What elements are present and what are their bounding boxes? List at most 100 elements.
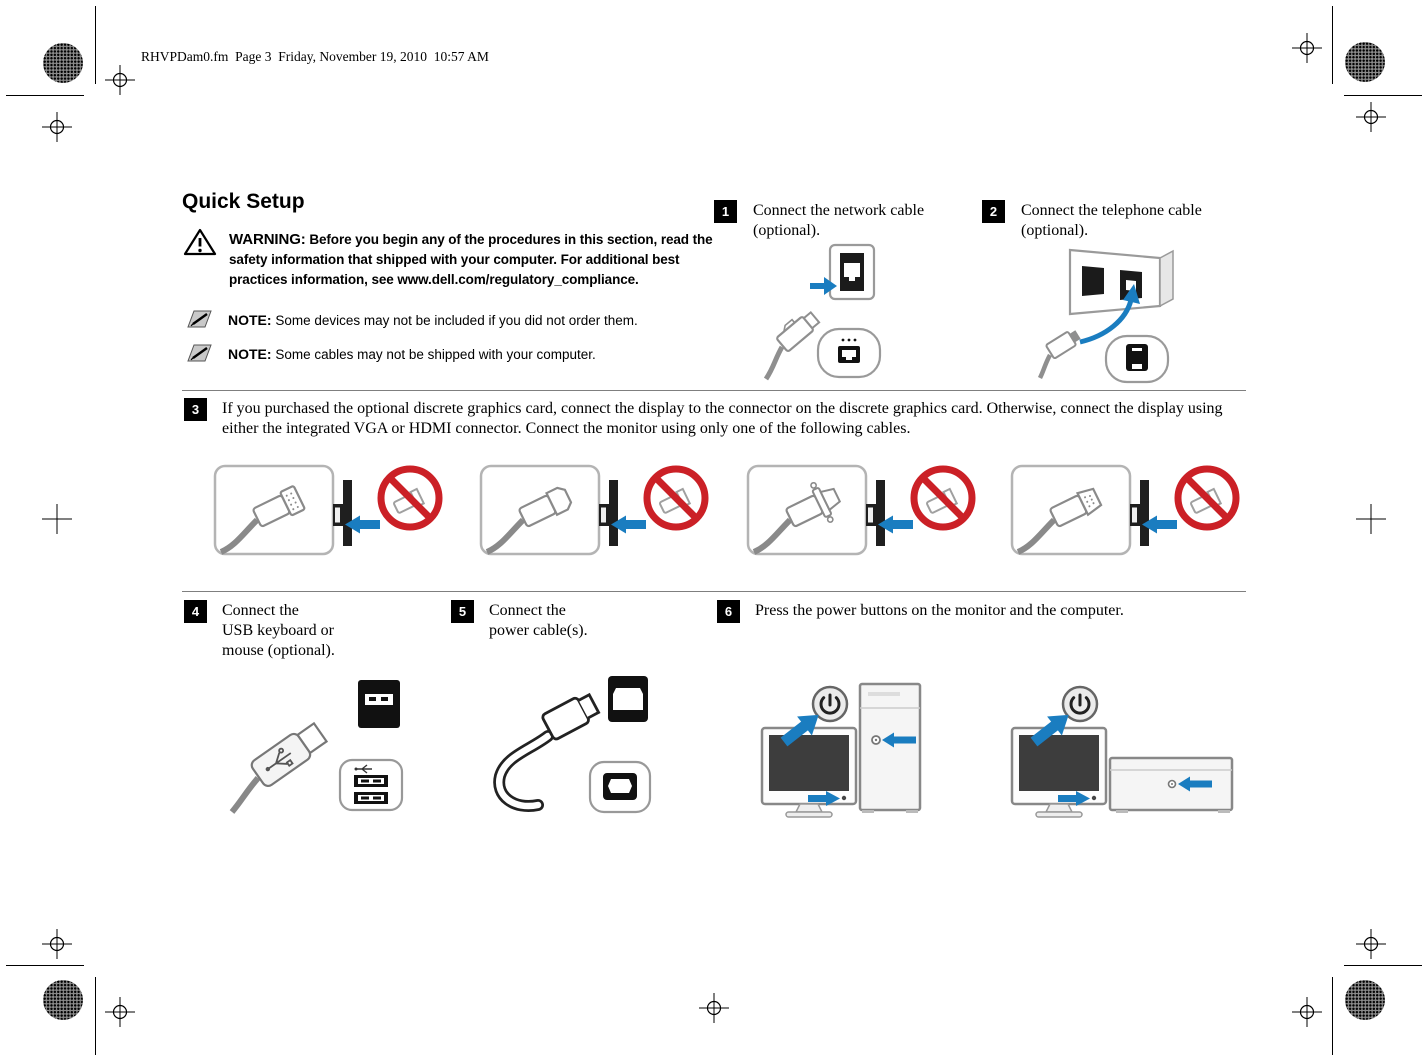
registration-mark [42, 112, 72, 142]
step-6-text: Press the power buttons on the monitor a… [755, 602, 1124, 619]
port-icon [333, 480, 352, 546]
cable-line [763, 345, 785, 381]
network-plug [776, 310, 821, 352]
cable-line-core [495, 732, 552, 810]
note-text: Some devices may not be included if you … [275, 313, 638, 328]
registration-mark [1292, 33, 1322, 63]
note-icon [187, 310, 212, 328]
blue-arrow-icon [611, 515, 646, 534]
usb-plug [250, 721, 329, 788]
warning-text-block: WARNING: Before you begin any of the pro… [229, 230, 715, 290]
step-4-number: 4 [184, 600, 207, 623]
blue-arrow-icon [345, 515, 380, 534]
port-icon [866, 480, 885, 546]
blue-arrow-icon [1123, 284, 1140, 304]
halftone-mark-bottom-left [43, 980, 83, 1020]
blue-arrow-icon [878, 515, 913, 534]
desktop-computer [1108, 756, 1234, 813]
hdmi-connector [518, 486, 573, 528]
halftone-mark-top-right [1345, 42, 1385, 82]
port-icon [1130, 480, 1149, 546]
network-wall-port [828, 243, 876, 301]
power-button-icon [811, 685, 849, 723]
step-3-number: 3 [184, 398, 207, 421]
registration-mark [1356, 102, 1386, 132]
usb-cable-illustration [229, 680, 404, 814]
step-5-number: 5 [451, 600, 474, 623]
step-6-number: 6 [717, 600, 740, 623]
blue-arrow-icon [882, 732, 916, 748]
step-4-line: USB keyboard or [222, 622, 334, 639]
crop-mark [1332, 977, 1333, 1055]
prohibition-icon [1174, 465, 1240, 531]
prohibition-icon [643, 465, 709, 531]
crop-mark [95, 977, 96, 1055]
crop-mark [95, 6, 96, 84]
step-1-line: Connect the network cable [753, 202, 925, 219]
section-divider [182, 390, 1246, 391]
blue-arrow-icon [780, 714, 819, 747]
step-1-line: (optional). [753, 222, 821, 239]
prohibition-icon [910, 465, 976, 531]
usb-wall-port [358, 680, 400, 728]
step-4-text: Connect the USB keyboard or mouse (optio… [222, 601, 392, 661]
dsub-connector [1049, 487, 1103, 528]
power-cable-illustration [493, 676, 652, 814]
monitor [760, 726, 858, 818]
crop-mark [1344, 965, 1422, 966]
port-icon [599, 480, 618, 546]
crop-mark [1344, 95, 1422, 96]
note-text: Some cables may not be shipped with your… [275, 347, 596, 362]
step-2-text: Connect the telephone cable (optional). [1021, 201, 1246, 241]
telephone-plug [1045, 330, 1081, 360]
step-2-line: (optional). [1021, 222, 1089, 239]
step-1-number: 1 [714, 200, 737, 223]
fold-mark [42, 504, 72, 534]
fold-mark [1356, 504, 1386, 534]
crop-mark [6, 95, 84, 96]
vga-connector [785, 481, 842, 528]
warning-label: WARNING: [229, 231, 306, 248]
hdmi-cable-figure [479, 464, 709, 556]
blue-arrow-icon [808, 791, 840, 806]
dvi-connector [252, 485, 306, 528]
cable-line [1016, 517, 1057, 555]
halftone-mark-top-left [43, 43, 83, 83]
cable-line [752, 517, 793, 555]
warning-icon [183, 228, 217, 256]
computer-tower [858, 682, 922, 813]
vga-cable-figure [746, 464, 976, 556]
power-wall-port [608, 676, 648, 722]
step-2-number: 2 [982, 200, 1005, 223]
blue-arrow-icon [810, 277, 837, 295]
step-2-line: Connect the telephone cable [1021, 202, 1202, 219]
note-label: NOTE: [228, 346, 272, 362]
usb-port-icon [338, 758, 404, 812]
blue-arrow-icon [1178, 776, 1212, 792]
registration-mark [42, 929, 72, 959]
blue-arrow-icon [1030, 714, 1069, 747]
registration-mark [699, 993, 729, 1023]
prohibition-icon [377, 465, 443, 531]
registration-mark [1356, 929, 1386, 959]
telephone-wall-plate [1068, 248, 1174, 316]
step-5-text: Connect the power cable(s). [489, 601, 669, 641]
note-2: NOTE: Some cables may not be shipped wit… [228, 346, 596, 362]
blue-arrow-icon [1142, 515, 1177, 534]
cable-line [219, 517, 260, 555]
step-1-text: Connect the network cable (optional). [753, 201, 978, 241]
monitor [1010, 726, 1108, 818]
power-plug [541, 692, 601, 741]
registration-mark [105, 997, 135, 1027]
blue-arrow-icon [1058, 791, 1090, 806]
note-icon [187, 344, 212, 362]
note-1: NOTE: Some devices may not be included i… [228, 312, 638, 328]
power-buttons-illustration [760, 682, 1234, 818]
crop-mark [1332, 6, 1333, 84]
registration-mark [105, 65, 135, 95]
step-4-line: mouse (optional). [222, 642, 335, 659]
network-port-icon [816, 327, 882, 379]
blue-cable-arrow [1079, 299, 1134, 345]
section-divider [182, 591, 1246, 592]
